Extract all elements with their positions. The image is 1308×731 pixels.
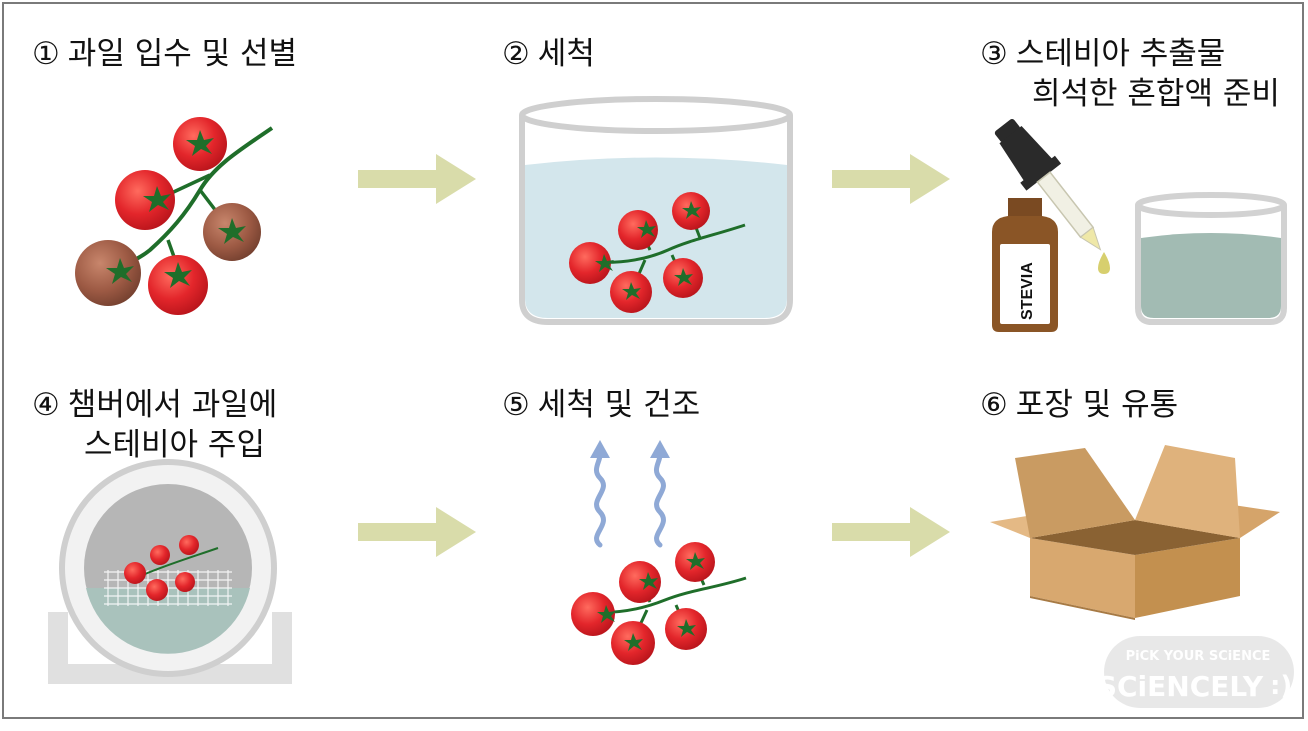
logo-wordmark: SCiENCELY (1097, 670, 1264, 703)
logo-tagline: PiCK YOUR SCiENCE (1126, 649, 1271, 664)
arrow-4-5 (358, 507, 476, 557)
bottle-label: STEVIA (1019, 262, 1036, 320)
mixture-glass-icon (1135, 192, 1287, 325)
svg-text::): :) (1270, 671, 1292, 701)
cardboard-box-icon (990, 445, 1280, 620)
sciencely-logo: PiCK YOUR SCiENCE SCiENCELY :) (1097, 636, 1294, 708)
dropper-icon (994, 118, 1110, 274)
dried-tomatoes-icon (571, 542, 747, 665)
arrow-2-3 (832, 154, 950, 204)
steam-icon (590, 440, 670, 548)
stevia-bottle-icon: STEVIA (992, 198, 1058, 332)
arrow-5-6 (832, 507, 950, 557)
washing-bowl-icon (519, 96, 793, 325)
tomato-bunch-icon (75, 117, 274, 315)
diagram-frame (2, 2, 1304, 719)
arrow-1-2 (358, 154, 476, 204)
infusion-chamber-icon (48, 459, 292, 684)
